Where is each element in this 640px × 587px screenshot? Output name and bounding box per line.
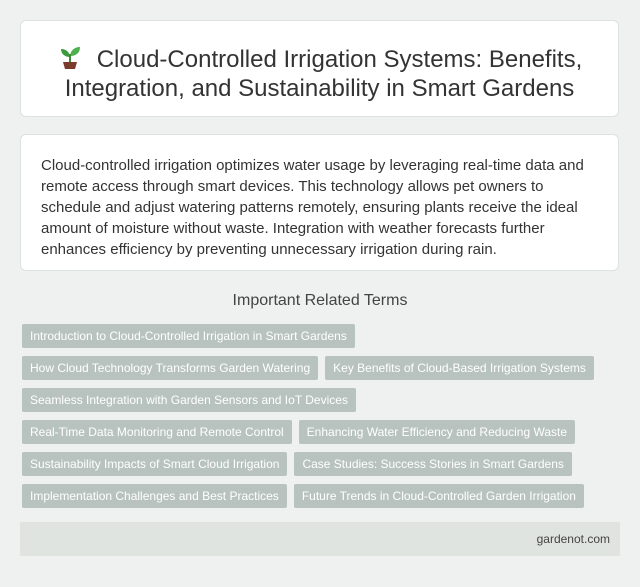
title-card: Cloud-Controlled Irrigation Systems: Ben… — [20, 20, 619, 117]
related-term-tag[interactable]: Key Benefits of Cloud-Based Irrigation S… — [325, 356, 594, 380]
related-term-tag[interactable]: Real-Time Data Monitoring and Remote Con… — [22, 420, 292, 444]
footer: gardenot.com — [20, 522, 620, 556]
related-term-tag[interactable]: How Cloud Technology Transforms Garden W… — [22, 356, 319, 380]
description-card: Cloud-controlled irrigation optimizes wa… — [20, 134, 619, 271]
footer-site-link[interactable]: gardenot.com — [536, 532, 610, 546]
title-line-2: Integration, and Sustainability in Smart… — [64, 75, 575, 102]
related-term-tag[interactable]: Sustainability Impacts of Smart Cloud Ir… — [22, 452, 288, 476]
page-title: Cloud-Controlled Irrigation Systems: Ben… — [21, 21, 618, 103]
related-term-tag[interactable]: Enhancing Water Efficiency and Reducing … — [298, 420, 576, 444]
seedling-icon — [60, 47, 80, 69]
description-text: Cloud-controlled irrigation optimizes wa… — [41, 157, 584, 258]
related-term-tag[interactable]: Seamless Integration with Garden Sensors… — [22, 388, 356, 412]
title-line-1: Cloud-Controlled Irrigation Systems: Ben… — [96, 46, 583, 73]
related-term-tag[interactable]: Case Studies: Success Stories in Smart G… — [294, 452, 572, 476]
related-terms-list: Introduction to Cloud-Controlled Irrigat… — [22, 324, 622, 516]
related-term-tag[interactable]: Implementation Challenges and Best Pract… — [22, 484, 287, 508]
related-terms-heading: Important Related Terms — [232, 292, 408, 309]
related-term-tag[interactable]: Introduction to Cloud-Controlled Irrigat… — [22, 324, 355, 348]
related-term-tag[interactable]: Future Trends in Cloud-Controlled Garden… — [293, 484, 584, 508]
